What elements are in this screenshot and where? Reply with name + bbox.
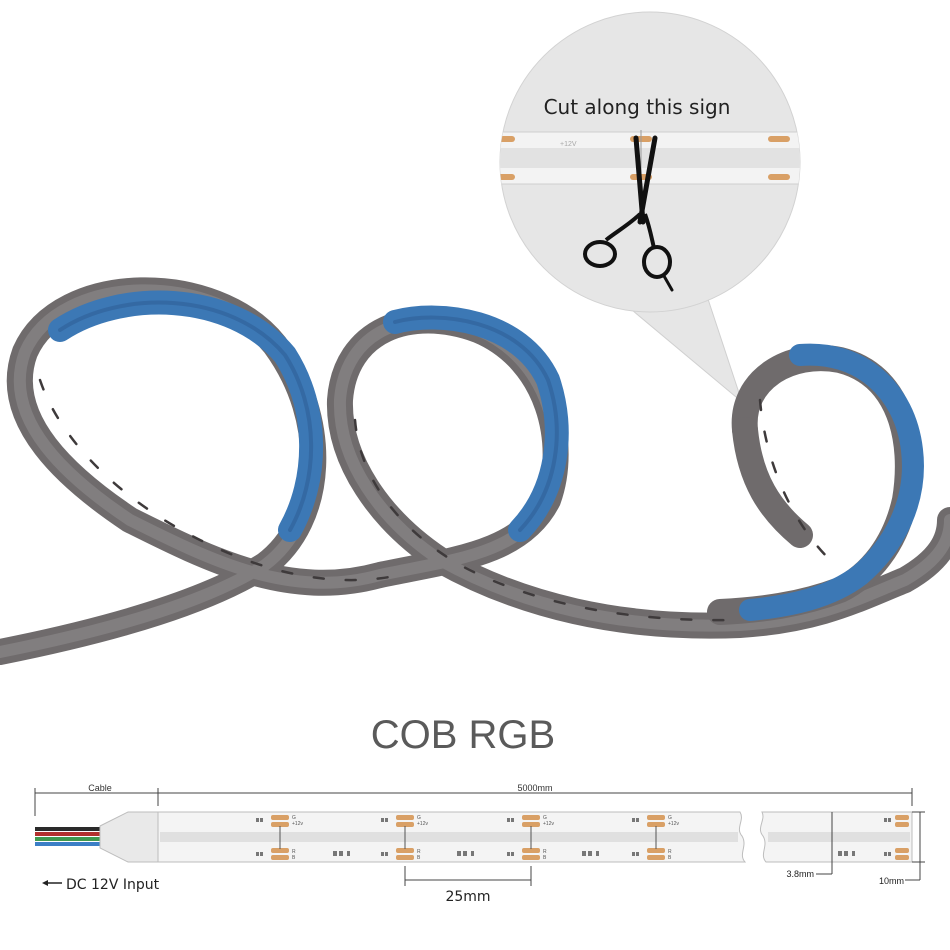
strip-backing-loop-3 [739, 343, 924, 621]
pitch-label: 25mm [445, 889, 490, 905]
svg-text:B: B [668, 855, 672, 861]
svg-text:B: B [417, 855, 421, 861]
svg-text:G: G [292, 815, 296, 821]
strip-backing-loop-2 [383, 305, 569, 542]
led-strip-photo [0, 277, 950, 665]
svg-text:R: R [292, 849, 296, 855]
svg-text:B: B [543, 855, 547, 861]
svg-text:B: B [292, 855, 296, 861]
cut-pads [271, 815, 909, 860]
width-label: 10mm [879, 876, 904, 886]
input-wires [35, 811, 159, 863]
svg-text:R: R [543, 849, 547, 855]
svg-text:+12v: +12v [668, 821, 679, 827]
scissors-icon [583, 135, 674, 292]
chip-marks [256, 818, 891, 856]
svg-text:G: G [543, 815, 547, 821]
svg-text:R: R [417, 849, 421, 855]
product-title: COB RGB [371, 713, 555, 757]
closeup-pad [768, 136, 790, 142]
svg-text:+12v: +12v [292, 821, 303, 827]
svg-text:+12v: +12v [543, 821, 554, 827]
svg-text:R: R [668, 849, 672, 855]
input-label: DC 12V Input [66, 877, 160, 893]
pad-markings: +12v +12v +12v +12v G G G G R R R R B B … [292, 815, 679, 861]
closeup-strip-mark: +12V [560, 141, 577, 148]
cable-label: Cable [88, 783, 112, 793]
closeup-pad [500, 174, 515, 180]
strip-diagram: Cable 5000mm [34, 783, 925, 905]
svg-text:G: G [668, 815, 672, 821]
callout-bubble: +12V Cut along this sign [499, 11, 801, 404]
input-arrow-icon [42, 880, 62, 886]
svg-text:+12v: +12v [417, 821, 428, 827]
closeup-pad [500, 136, 515, 142]
thickness-label: 3.8mm [786, 869, 814, 879]
svg-text:G: G [417, 815, 421, 821]
closeup-pad [768, 174, 790, 180]
callout-label: Cut along this sign [544, 95, 731, 119]
callout-strip-closeup: +12V [500, 130, 800, 186]
length-label: 5000mm [517, 783, 552, 793]
